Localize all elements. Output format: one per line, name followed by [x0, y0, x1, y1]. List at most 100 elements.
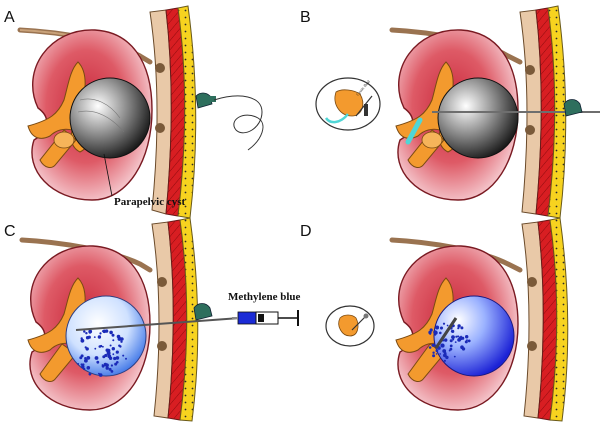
panel-a: A Parapelvic — [4, 6, 263, 218]
methylene-blue-dot — [450, 345, 453, 348]
methylene-blue-dot — [113, 357, 116, 360]
needle-hub — [196, 93, 263, 150]
methylene-blue-dot — [116, 351, 119, 354]
methylene-blue-dot — [102, 364, 104, 366]
methylene-blue-dot — [106, 349, 109, 352]
panel-c: C Methylene blue — [4, 218, 301, 421]
methylene-blue-dot — [432, 352, 434, 354]
needle-hub — [194, 304, 212, 321]
panel-b: B Cystic fluid — [300, 6, 600, 218]
methylene-blue-dot — [435, 326, 439, 330]
methylene-blue-dot — [86, 356, 90, 360]
methylene-blue-dot — [122, 355, 124, 357]
methylene-blue-dot — [102, 346, 104, 348]
methylene-blue-dot — [125, 358, 127, 360]
methylene-blue-dot — [118, 337, 122, 341]
methylene-blue-dot — [99, 345, 102, 348]
methylene-blue-dot — [77, 363, 79, 365]
methylene-blue-dot — [449, 350, 451, 352]
methylene-blue-dot — [457, 324, 460, 327]
methylene-blue-dot — [451, 335, 455, 339]
needle-hub — [564, 100, 582, 117]
body-wall — [522, 218, 568, 421]
methylene-blue-dot — [443, 323, 445, 325]
methylene-blue-dot — [81, 339, 85, 343]
methylene-blue-dot — [106, 366, 109, 369]
label-methylene-blue: Methylene blue — [228, 291, 301, 303]
methylene-blue-dot — [445, 356, 448, 359]
methylene-blue-dot — [83, 330, 85, 332]
methylene-blue-dot — [436, 353, 438, 355]
methylene-blue-dot — [460, 326, 463, 329]
methylene-blue-dot — [439, 353, 441, 355]
methylene-blue-dot — [94, 336, 96, 338]
methylene-blue-dot — [440, 328, 442, 330]
methylene-blue-dot — [451, 330, 454, 333]
methylene-blue-dot — [459, 336, 463, 340]
methylene-blue-dot — [439, 332, 442, 335]
methylene-blue-dot — [444, 338, 447, 341]
parapelvic-cyst — [438, 78, 518, 158]
methylene-blue-dot — [434, 331, 438, 335]
methylene-blue-dot — [436, 349, 439, 352]
methylene-blue-dot — [441, 344, 445, 348]
methylene-blue-dot — [444, 352, 447, 355]
body-wall — [152, 218, 198, 421]
methylene-blue-dot — [465, 335, 468, 338]
inset-endoscope — [326, 306, 374, 346]
syringe — [232, 310, 298, 326]
methylene-blue-dot — [96, 361, 99, 364]
methylene-blue-dot — [82, 363, 84, 365]
panel-letter-a: A — [4, 9, 15, 26]
methylene-blue-dot — [462, 347, 465, 350]
methylene-blue-dot — [468, 340, 471, 343]
body-wall — [150, 6, 196, 218]
methylene-blue-dot — [455, 336, 457, 338]
methylene-blue-dot — [430, 328, 433, 331]
methylene-blue-dot — [85, 332, 87, 334]
methylene-blue-dot — [102, 330, 104, 332]
methylene-blue-dot — [112, 334, 115, 337]
methylene-blue-dot — [104, 354, 107, 357]
methylene-blue-dot — [89, 331, 92, 334]
methylene-blue-dot — [447, 325, 449, 327]
methylene-blue-dot — [120, 341, 122, 343]
methylene-blue-dot — [455, 341, 457, 343]
methylene-blue-dot — [89, 373, 92, 376]
methylene-blue-dot — [79, 356, 82, 359]
inset-drainage: Cystic fluid — [316, 78, 380, 130]
panel-letter-d: D — [300, 223, 312, 240]
methylene-blue-dot — [95, 356, 99, 360]
methylene-blue-dot — [109, 368, 112, 371]
methylene-blue-dot — [444, 360, 446, 362]
methylene-blue-dot — [110, 345, 112, 347]
methylene-blue-dot — [429, 346, 432, 349]
methylene-blue-dot — [107, 354, 111, 358]
methylene-blue-dot — [98, 335, 101, 338]
methylene-blue-dot — [105, 329, 108, 332]
panel-letter-c: C — [4, 223, 16, 240]
methylene-blue-dot — [94, 348, 96, 350]
methylene-blue-dot — [111, 364, 113, 366]
methylene-blue-dot — [112, 339, 114, 341]
methylene-blue-dot — [87, 366, 91, 370]
parapelvic-cyst — [70, 78, 150, 158]
methylene-blue-dot — [119, 345, 121, 347]
methylene-blue-dot — [114, 363, 117, 366]
parapelvic-cyst — [434, 296, 514, 376]
panel-d: D — [300, 218, 568, 421]
methylene-blue-dot — [432, 354, 435, 357]
methylene-blue-dot — [99, 332, 101, 334]
methylene-blue-dot — [88, 336, 91, 339]
label-parapelvic-cyst: Parapelvic cyst — [114, 196, 186, 208]
guide-wire — [214, 96, 263, 150]
methylene-blue-dot — [99, 373, 103, 377]
panel-letter-b: B — [300, 9, 311, 26]
methylene-blue-dot — [466, 339, 468, 341]
methylene-blue-dot — [83, 368, 85, 370]
methylene-blue-dot — [112, 347, 115, 350]
methylene-blue-dot — [454, 356, 456, 358]
methylene-blue-dot — [86, 347, 89, 350]
methylene-blue-dot — [112, 353, 114, 355]
